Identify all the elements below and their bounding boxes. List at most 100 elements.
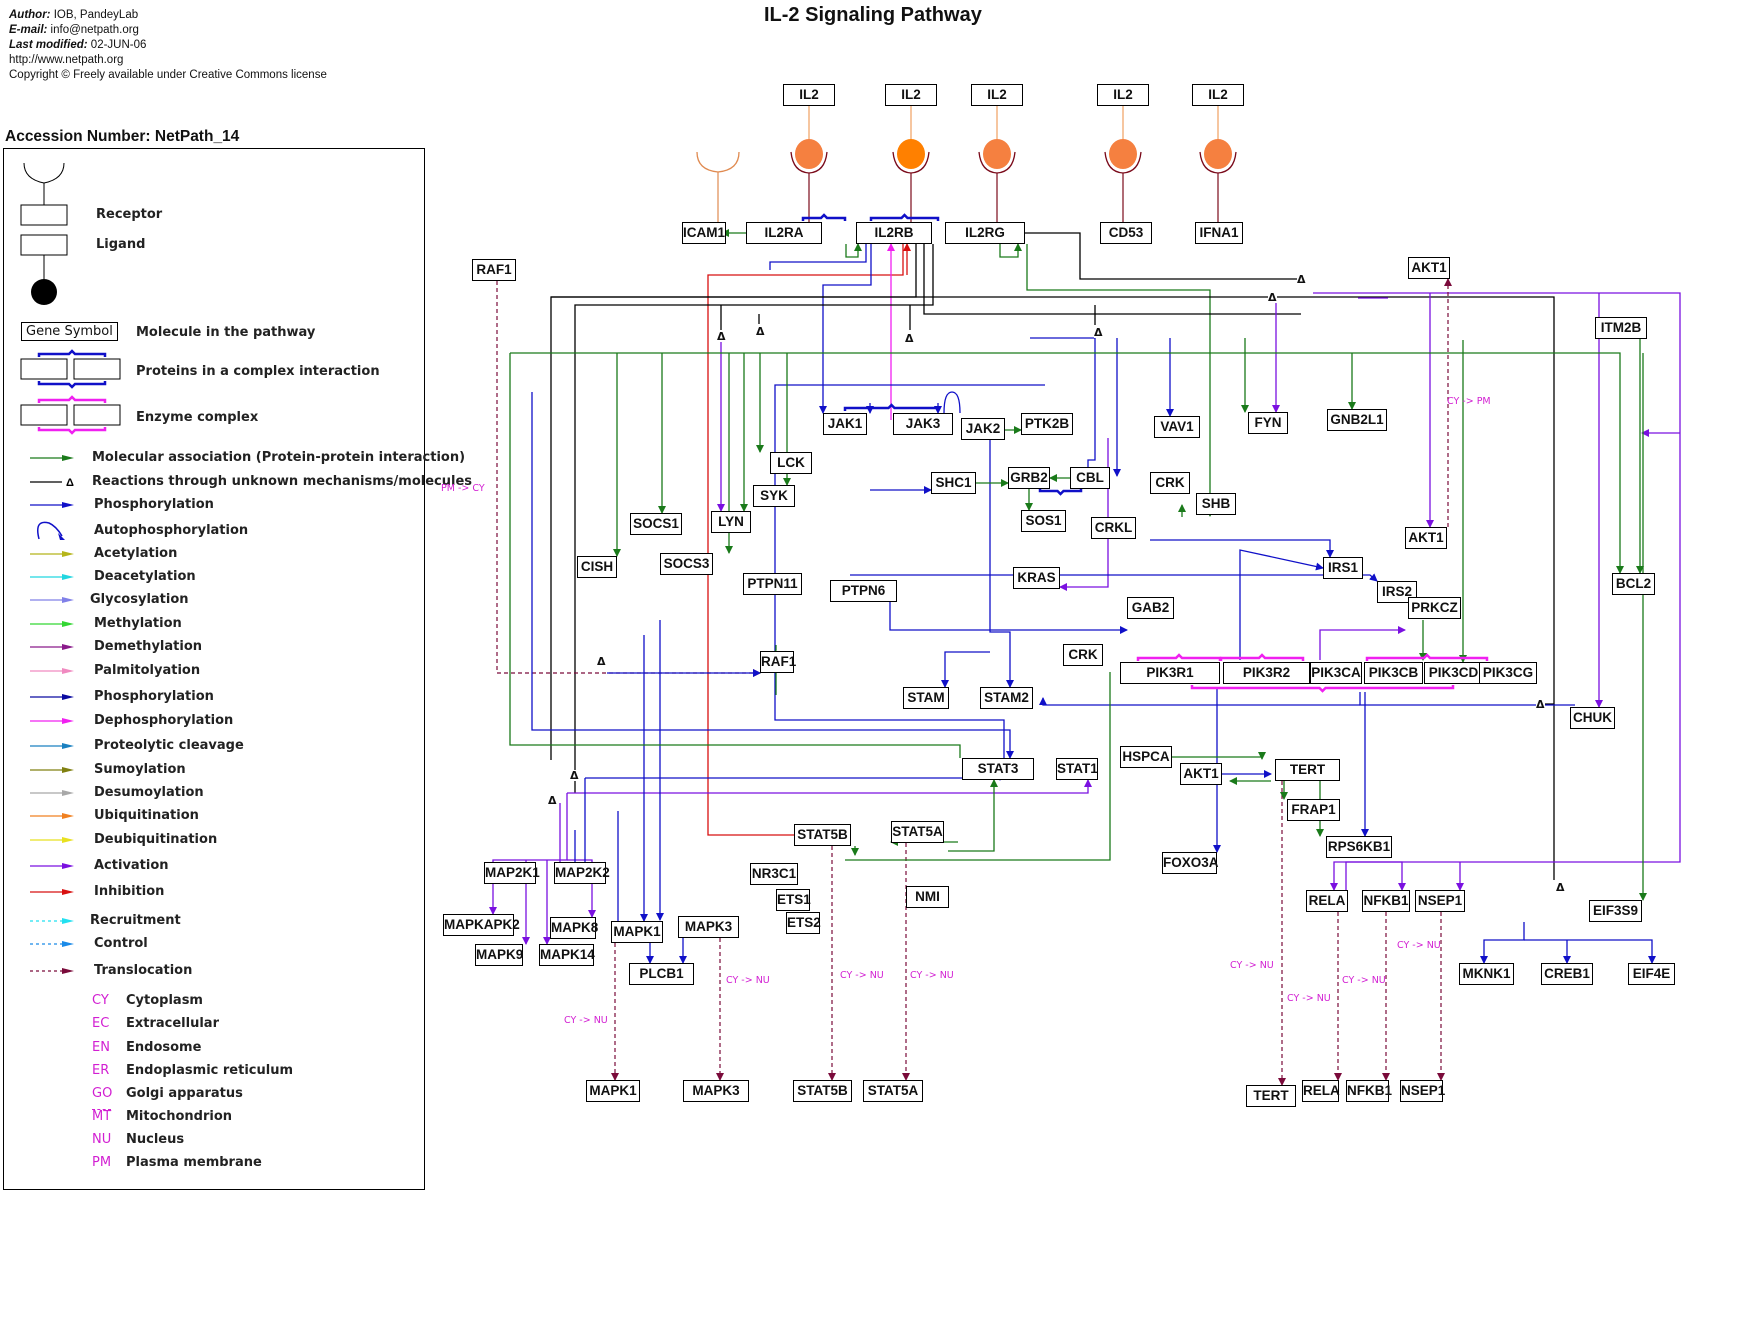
gene-node-stam2[interactable]: STAM2 <box>980 687 1033 709</box>
gene-node-eif4e[interactable]: EIF4E <box>1628 963 1675 985</box>
gene-node-foxo3a[interactable]: FOXO3A <box>1162 852 1219 874</box>
gene-node-kras[interactable]: KRAS <box>1013 567 1060 589</box>
gene-node-stat5a-nu[interactable]: STAT5A <box>863 1080 923 1102</box>
gene-node-map2k1[interactable]: MAP2K1 <box>484 862 540 884</box>
gene-node-crkl[interactable]: CRKL <box>1091 517 1136 539</box>
gene-node-gnb2l1[interactable]: GNB2L1 <box>1327 409 1387 431</box>
gene-node-mapk14[interactable]: MAPK14 <box>539 944 595 966</box>
website-link[interactable]: http://www.netpath.org <box>9 54 124 66</box>
gene-node-pik3cg[interactable]: PIK3CG <box>1479 662 1537 684</box>
legend-arrowhead <box>62 718 74 724</box>
gene-node-akt1-top[interactable]: AKT1 <box>1408 257 1450 279</box>
gene-node-ets2[interactable]: ETS2 <box>786 912 821 934</box>
gene-node-stat5b[interactable]: STAT5B <box>794 824 851 846</box>
gene-node-pik3ca[interactable]: PIK3CA <box>1310 662 1362 684</box>
gene-node-ptpn11[interactable]: PTPN11 <box>743 573 802 595</box>
gene-node-stat5a[interactable]: STAT5A <box>891 821 944 843</box>
legend-edge-label: Acetylation <box>94 546 178 561</box>
gene-node-nsep1-nu[interactable]: NSEP1 <box>1400 1080 1445 1102</box>
gene-node-stam[interactable]: STAM <box>903 687 949 709</box>
gene-node-lyn[interactable]: LYN <box>711 511 751 533</box>
gene-node-fyn[interactable]: FYN <box>1248 412 1288 434</box>
gene-node-hspca[interactable]: HSPCA <box>1120 746 1172 768</box>
gene-node-il2-b[interactable]: IL2 <box>885 84 937 106</box>
gene-node-bcl2[interactable]: BCL2 <box>1612 573 1655 595</box>
gene-node-raf1-top[interactable]: RAF1 <box>472 259 516 281</box>
gene-node-grb2[interactable]: GRB2 <box>1008 467 1050 489</box>
legend-arrowhead <box>62 968 74 974</box>
gene-node-vav1[interactable]: VAV1 <box>1154 416 1200 438</box>
gene-node-creb1[interactable]: CREB1 <box>1541 963 1593 985</box>
email-link[interactable]: info@netpath.org <box>50 24 139 36</box>
gene-node-il2-e[interactable]: IL2 <box>1192 84 1244 106</box>
gene-node-rela[interactable]: RELA <box>1306 890 1348 912</box>
gene-node-crk-b[interactable]: CRK <box>1063 644 1103 666</box>
gene-node-cish[interactable]: CISH <box>577 556 617 578</box>
gene-node-il2rb[interactable]: IL2RB <box>856 222 932 244</box>
gene-node-akt1-mid[interactable]: AKT1 <box>1405 527 1447 549</box>
gene-node-jak1[interactable]: JAK1 <box>823 413 867 435</box>
gene-node-shb[interactable]: SHB <box>1196 493 1236 515</box>
gene-node-mapk1-nu[interactable]: MAPK1 <box>586 1080 640 1102</box>
gene-node-cbl[interactable]: CBL <box>1070 467 1110 489</box>
gene-node-il2-c[interactable]: IL2 <box>971 84 1023 106</box>
edge-b <box>1087 338 1096 467</box>
gene-node-pik3r1[interactable]: PIK3R1 <box>1120 662 1220 684</box>
gene-node-socs1[interactable]: SOCS1 <box>630 513 682 535</box>
gene-node-mapk1[interactable]: MAPK1 <box>611 921 663 943</box>
gene-node-icam1[interactable]: ICAM1 <box>682 222 726 244</box>
gene-node-itm2b[interactable]: ITM2B <box>1595 317 1647 339</box>
gene-node-irs1[interactable]: IRS1 <box>1323 557 1363 579</box>
location-abbreviation: EN <box>92 1040 110 1055</box>
gene-node-nsep1[interactable]: NSEP1 <box>1415 890 1465 912</box>
gene-node-mknk1[interactable]: MKNK1 <box>1459 963 1514 985</box>
gene-node-raf1-mid[interactable]: RAF1 <box>760 651 796 673</box>
gene-node-jak2[interactable]: JAK2 <box>961 418 1005 440</box>
gene-node-pik3cb[interactable]: PIK3CB <box>1364 662 1423 684</box>
gene-node-akt1-low[interactable]: AKT1 <box>1180 763 1222 785</box>
gene-node-ifna1[interactable]: IFNA1 <box>1195 222 1243 244</box>
gene-node-crk-a[interactable]: CRK <box>1150 472 1190 494</box>
gene-node-lck[interactable]: LCK <box>770 452 812 474</box>
gene-node-plcb1[interactable]: PLCB1 <box>629 963 694 985</box>
gene-node-il2-a[interactable]: IL2 <box>783 84 835 106</box>
gene-node-frap1[interactable]: FRAP1 <box>1287 799 1340 821</box>
gene-node-nfkb1[interactable]: NFKB1 <box>1362 890 1410 912</box>
gene-node-nmi[interactable]: NMI <box>906 886 949 908</box>
gene-node-ptk2b[interactable]: PTK2B <box>1021 413 1073 435</box>
gene-node-ets1[interactable]: ETS1 <box>776 889 811 911</box>
gene-node-irs2[interactable]: IRS2 <box>1377 581 1417 603</box>
enzyme-brace-bottom-icon <box>37 427 107 435</box>
gene-node-rps6kb1[interactable]: RPS6KB1 <box>1326 836 1392 858</box>
gene-node-shc1[interactable]: SHC1 <box>931 472 976 494</box>
gene-node-cd53[interactable]: CD53 <box>1100 222 1152 244</box>
gene-node-gab2[interactable]: GAB2 <box>1127 597 1174 619</box>
gene-node-il2rg[interactable]: IL2RG <box>945 222 1025 244</box>
gene-node-socs3[interactable]: SOCS3 <box>660 553 713 575</box>
gene-node-pik3cd[interactable]: PIK3CD <box>1424 662 1483 684</box>
gene-node-nfkb1-nu[interactable]: NFKB1 <box>1346 1080 1392 1102</box>
gene-node-syk[interactable]: SYK <box>753 485 795 507</box>
gene-node-il2ra[interactable]: IL2RA <box>746 222 822 244</box>
gene-node-mapk3-nu[interactable]: MAPK3 <box>683 1080 749 1102</box>
gene-node-pik3r2[interactable]: PIK3R2 <box>1223 662 1310 684</box>
gene-node-stat5b-nu[interactable]: STAT5B <box>793 1080 852 1102</box>
gene-node-mapk3[interactable]: MAPK3 <box>678 916 739 938</box>
gene-node-nr3c1[interactable]: NR3C1 <box>750 863 798 885</box>
gene-node-map2k2[interactable]: MAP2K2 <box>554 862 610 884</box>
gene-node-stat3[interactable]: STAT3 <box>962 758 1034 780</box>
gene-node-rela-nu[interactable]: RELA <box>1302 1080 1340 1102</box>
gene-node-tert-nu[interactable]: TERT <box>1246 1085 1296 1107</box>
gene-node-tert[interactable]: TERT <box>1275 759 1340 781</box>
gene-node-sos1[interactable]: SOS1 <box>1021 510 1066 532</box>
gene-node-stat1[interactable]: STAT1 <box>1056 758 1098 780</box>
gene-node-prkcz[interactable]: PRKCZ <box>1408 597 1461 619</box>
gene-node-chuk[interactable]: CHUK <box>1570 707 1615 729</box>
gene-node-ptpn6[interactable]: PTPN6 <box>830 580 897 602</box>
gene-node-mapkapk2[interactable]: MAPKAPK2 <box>443 914 520 936</box>
gene-node-eif3s9[interactable]: EIF3S9 <box>1589 900 1642 922</box>
gene-node-mapk8[interactable]: MAPK8 <box>550 917 598 939</box>
gene-node-mapk9[interactable]: MAPK9 <box>475 944 523 966</box>
gene-node-jak3[interactable]: JAK3 <box>893 413 953 435</box>
gene-node-il2-d[interactable]: IL2 <box>1097 84 1149 106</box>
